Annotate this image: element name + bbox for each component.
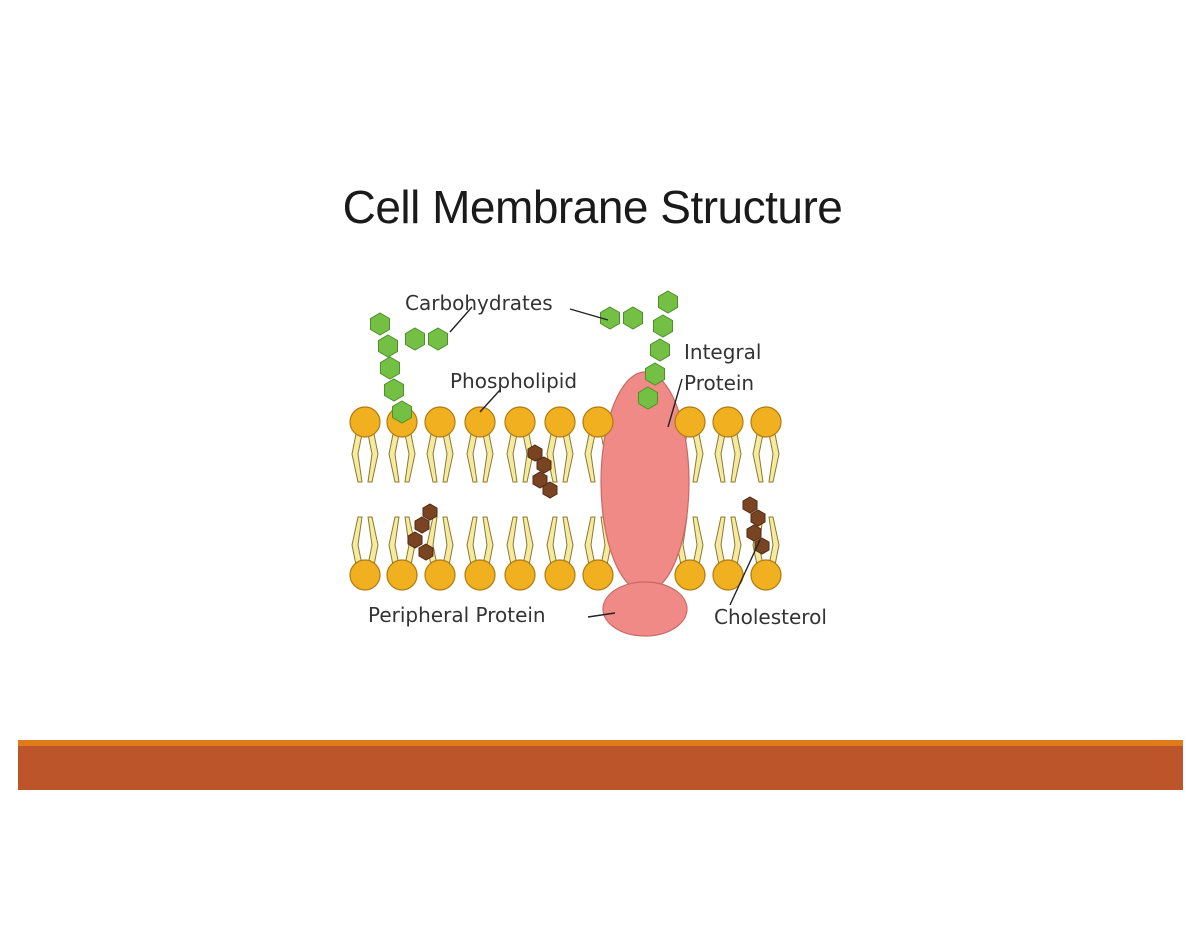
cholesterol-molecule	[527, 444, 558, 499]
carbohydrates-label: Carbohydrates	[405, 291, 553, 315]
upper-leaflet-tails	[351, 433, 780, 483]
slide-title: Cell Membrane Structure	[342, 181, 843, 233]
cholesterol-molecule	[407, 503, 438, 561]
carbohydrates-leader	[449, 306, 473, 333]
cell-membrane-diagram: Carbohydrates Phospholipid Integral Prot…	[330, 282, 870, 652]
phospholipid-leader	[479, 389, 501, 413]
footer-band-accent	[18, 740, 1183, 746]
footer-band	[18, 746, 1183, 790]
peripheral-protein	[602, 581, 688, 637]
cholesterol-leader	[729, 539, 761, 606]
integral-protein-label-line1: Integral	[684, 340, 761, 364]
peripheral-protein-leader	[587, 612, 616, 618]
phospholipid-label: Phospholipid	[450, 369, 577, 393]
integral-protein-leader	[667, 378, 683, 428]
upper-phospholipid-heads	[349, 406, 782, 438]
cholesterol-label: Cholesterol	[714, 605, 827, 629]
carbohydrates-leader	[569, 308, 609, 321]
integral-protein-label-line2: Protein	[684, 371, 754, 395]
carbohydrate-chain	[370, 312, 448, 424]
lower-phospholipid-heads	[349, 559, 782, 591]
cholesterol-molecule	[742, 496, 770, 555]
peripheral-protein-label: Peripheral Protein	[368, 603, 546, 627]
